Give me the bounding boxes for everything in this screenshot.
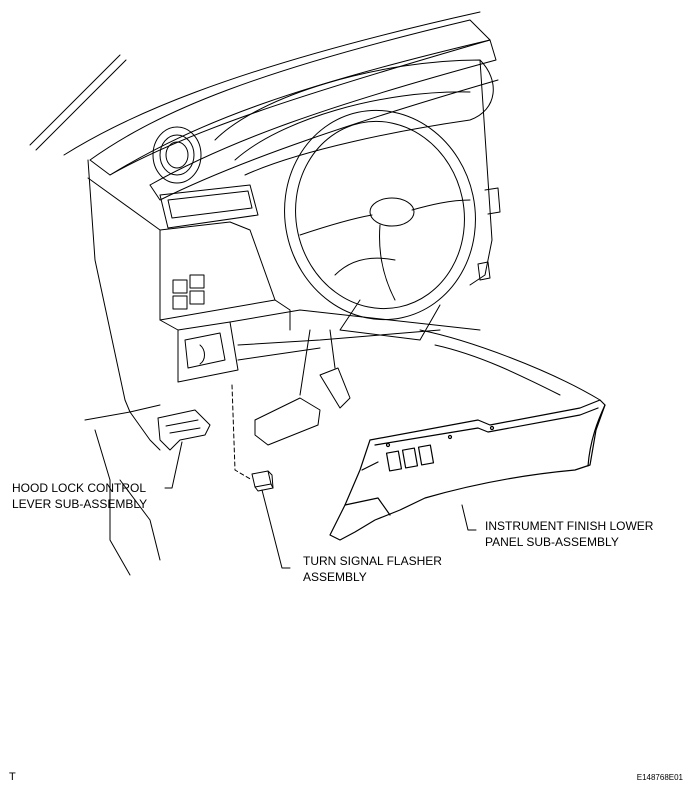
panel-label-line2: PANEL SUB-ASSEMBLY	[485, 535, 619, 549]
hood-lock-label-line1: HOOD LOCK CONTROL	[12, 481, 147, 495]
dashboard-top	[89, 19, 491, 176]
flasher-label-line2: ASSEMBLY	[303, 570, 367, 584]
floor-line	[419, 329, 601, 401]
leader-flasher	[261, 489, 291, 569]
panel-label: INSTRUMENT FINISH LOWER PANEL SUB-ASSEMB…	[485, 518, 653, 550]
center-vent	[159, 184, 259, 229]
flasher-label-line1: TURN SIGNAL FLASHER	[303, 554, 442, 568]
pedals	[254, 329, 351, 446]
figure-code: E148768E01	[636, 773, 683, 782]
instrument-hood	[214, 59, 494, 176]
hood-lock-label-line2: LEVER SUB-ASSEMBLY	[12, 497, 148, 511]
dash-left-side	[87, 159, 161, 413]
steering-column	[339, 299, 441, 341]
panel-label-line1: INSTRUMENT FINISH LOWER	[485, 519, 654, 533]
leader-hood-lock	[164, 441, 183, 489]
center-switches	[172, 274, 205, 310]
hood-lock-label: HOOD LOCK CONTROL LEVER SUB-ASSEMBLY	[12, 480, 147, 512]
flasher-install-line	[231, 384, 253, 481]
a-pillar	[29, 54, 127, 151]
under-dash-cavity	[177, 321, 239, 383]
dash-right-side	[469, 59, 493, 286]
hood-lock-lever-part	[157, 409, 211, 451]
corner-mark: T	[9, 771, 16, 783]
leader-panel	[461, 504, 477, 531]
flasher-part	[251, 470, 274, 492]
left-air-vent	[152, 126, 202, 184]
lower-panel-part	[329, 399, 606, 541]
dashboard-upper-surface	[109, 39, 497, 186]
windshield-line	[63, 11, 481, 156]
flasher-label: TURN SIGNAL FLASHER ASSEMBLY	[303, 553, 442, 585]
steering-wheel	[284, 109, 476, 321]
